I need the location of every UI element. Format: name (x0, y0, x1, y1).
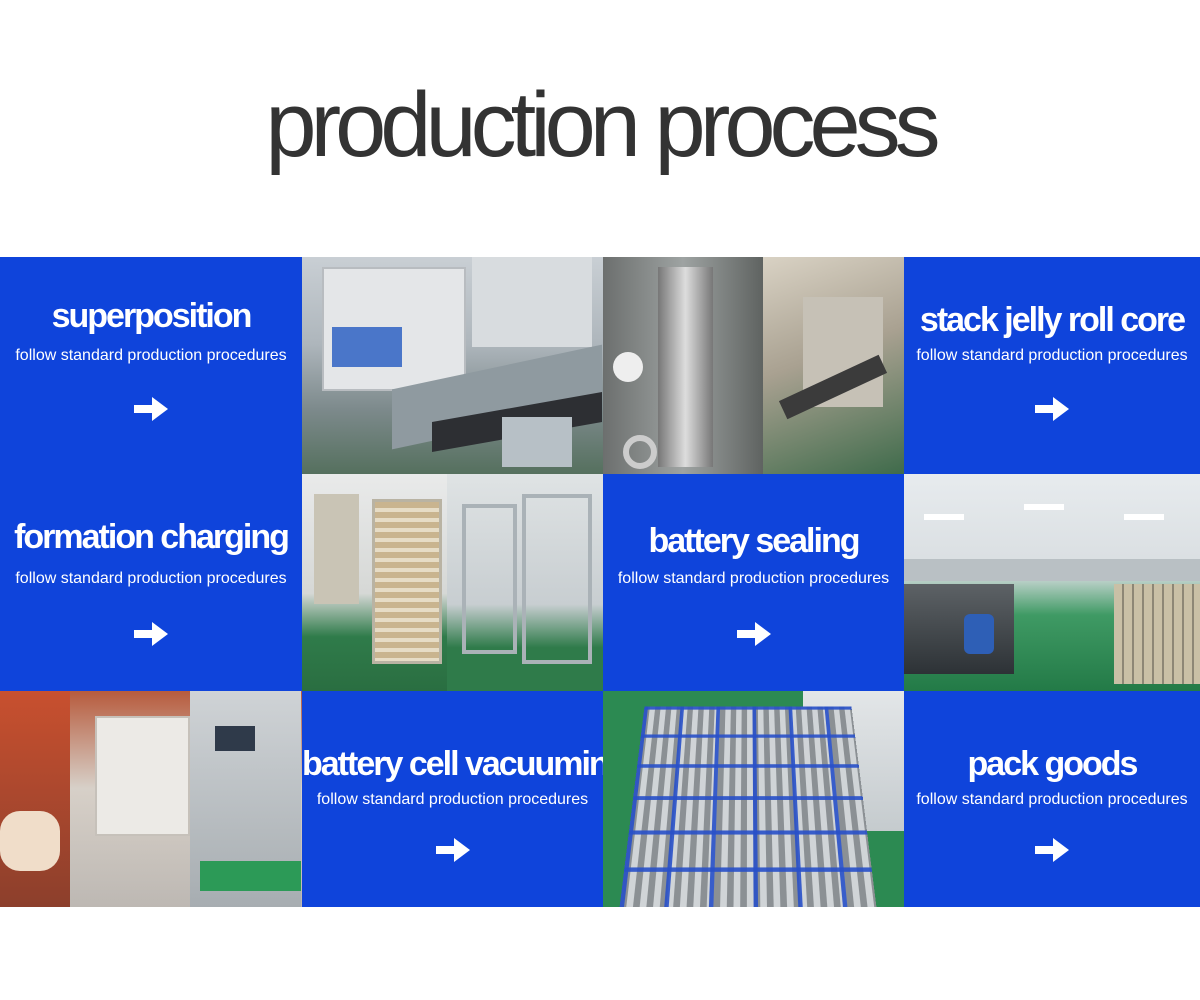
arrow-right-icon (435, 838, 470, 862)
superposition-machine-photo (302, 257, 603, 474)
arrow-right-icon (1035, 397, 1069, 421)
arrow-right-icon (736, 622, 771, 646)
step-subtitle: follow standard production procedures (617, 570, 890, 587)
arrow-right-icon (134, 622, 168, 646)
step-title: battery cell vacuuming (302, 745, 603, 783)
step-subtitle: follow standard production procedures (15, 347, 287, 364)
step-title: battery sealing (648, 522, 861, 560)
arrow-right-icon (1035, 838, 1069, 862)
process-grid: superposition follow standard production… (0, 257, 1200, 907)
formation-charging-cabinets-photo (302, 474, 603, 691)
jelly-roll-machine-photo (603, 257, 904, 474)
step-subtitle: follow standard production procedures (916, 347, 1188, 364)
arrow-right-icon (134, 397, 168, 421)
step-subtitle: follow standard production procedures (316, 791, 589, 808)
step-tile-superposition: superposition follow standard production… (0, 257, 302, 474)
step-title: pack goods (967, 745, 1139, 783)
step-title: stack jelly roll core (919, 301, 1186, 339)
step-tile-battery-cell-vacuuming: battery cell vacuuming follow standard p… (302, 691, 603, 907)
packed-battery-trays-photo (603, 691, 904, 907)
step-subtitle: follow standard production procedures (916, 791, 1188, 808)
step-tile-battery-sealing: battery sealing follow standard producti… (603, 474, 904, 691)
step-subtitle: follow standard production procedures (15, 570, 287, 587)
page-title: production process (265, 74, 940, 176)
workshop-floor-photo (904, 474, 1200, 691)
step-tile-stack-jelly-roll-core: stack jelly roll core follow standard pr… (904, 257, 1200, 474)
step-title: superposition (51, 297, 253, 335)
vacuuming-equipment-photo (0, 691, 302, 907)
step-tile-formation-charging: formation charging follow standard produ… (0, 474, 302, 691)
step-title: formation charging (14, 518, 290, 556)
step-tile-pack-goods: pack goods follow standard production pr… (904, 691, 1200, 907)
